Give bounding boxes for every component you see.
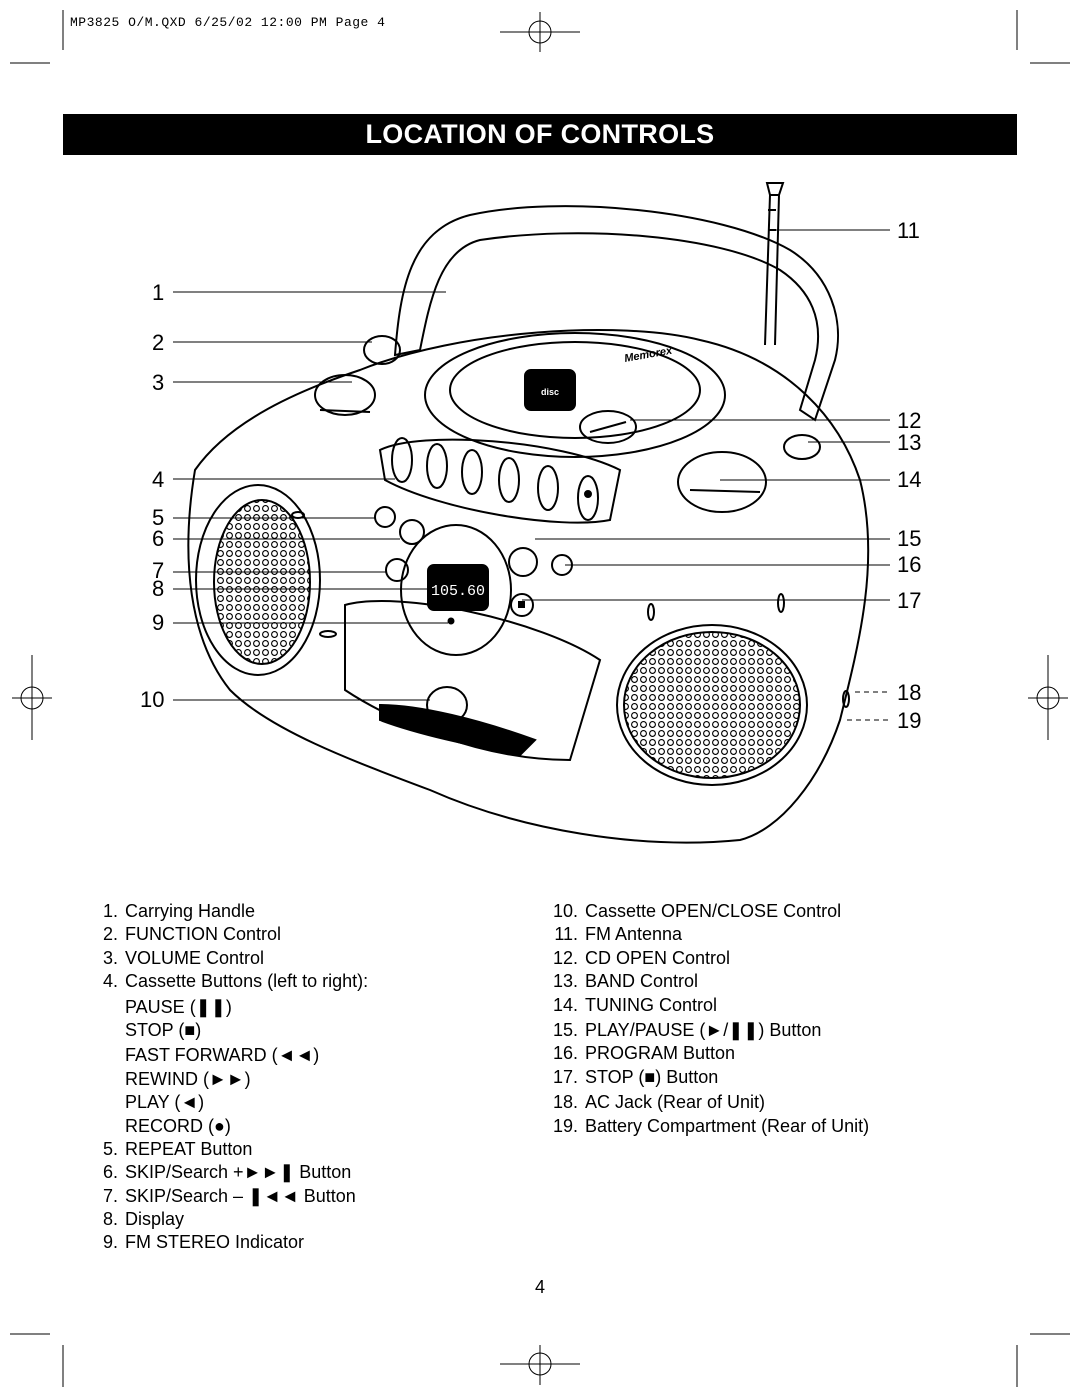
- list-item: 6.SKIP/Search +►►❚ Button: [102, 1162, 352, 1183]
- list-item: 2.FUNCTION Control: [102, 924, 282, 945]
- list-item: 7.SKIP/Search – ❚◄◄ Button: [102, 1185, 356, 1206]
- callout-6: 6: [152, 526, 165, 551]
- list-item: 10.Cassette OPEN/CLOSE Control: [552, 901, 842, 921]
- callout-4: 4: [152, 467, 165, 492]
- list-sub-item: FAST FORWARD (◄◄): [125, 1045, 320, 1066]
- function-control: [363, 335, 401, 365]
- svg-text:disc: disc: [541, 387, 559, 397]
- print-header: MP3825 O/M.QXD 6/25/02 12:00 PM Page 4: [70, 15, 386, 30]
- left-speaker: [195, 484, 321, 676]
- list-item: 5.REPEAT Button: [102, 1138, 253, 1159]
- list-item: 18.AC Jack (Rear of Unit): [552, 1092, 766, 1113]
- callout-19: 19: [897, 708, 922, 733]
- list-item: 15.PLAY/PAUSE (►/❚❚) Button: [552, 1019, 822, 1040]
- controls-list-left: 1.Carrying Handle 2.FUNCTION Control 3.V…: [88, 900, 528, 1255]
- callout-7: 7: [152, 558, 165, 583]
- skip-plus-button: [399, 519, 425, 545]
- page-title: LOCATION OF CONTROLS: [63, 114, 1017, 155]
- list-item: 9.FM STEREO Indicator: [102, 1232, 305, 1253]
- callout-14: 14: [897, 467, 922, 492]
- carrying-handle: [393, 205, 839, 422]
- stop-button: [510, 593, 534, 617]
- callout-13: 13: [897, 430, 922, 455]
- callout-10: 10: [140, 687, 165, 712]
- list-item: 13.BAND Control: [552, 971, 699, 992]
- tuning-control: [677, 451, 767, 513]
- callout-18: 18: [897, 680, 922, 705]
- list-item: 11.FM Antenna: [554, 924, 683, 945]
- list-item: 1.Carrying Handle: [102, 901, 256, 921]
- list-sub-item: PAUSE (❚❚): [125, 996, 232, 1017]
- callout-17: 17: [897, 588, 922, 613]
- fm-antenna: [764, 182, 785, 346]
- callout-15: 15: [897, 526, 922, 551]
- list-sub-item: REWIND (►►): [125, 1068, 251, 1089]
- callout-11: 11: [897, 218, 920, 243]
- display-housing: [400, 524, 512, 656]
- callout-1: 1: [152, 280, 165, 305]
- controls-list-right: 10.Cassette OPEN/CLOSE Control 11.FM Ant…: [548, 900, 1018, 1138]
- page-number: 4: [534, 1277, 545, 1297]
- cd-lid: [424, 332, 726, 458]
- callout-8: 8: [152, 576, 165, 601]
- play-pause-button: [508, 547, 538, 577]
- list-item: 12.CD OPEN Control: [552, 947, 731, 968]
- right-speaker: [616, 624, 808, 786]
- list-item: 3.VOLUME Control: [102, 947, 265, 968]
- volume-control: [314, 374, 376, 416]
- list-item: 16.PROGRAM Button: [552, 1043, 736, 1064]
- callout-16: 16: [897, 552, 922, 577]
- callout-9: 9: [152, 610, 165, 635]
- list-sub-item: PLAY (◄): [125, 1092, 205, 1113]
- repeat-button: [374, 506, 396, 528]
- cassette-slot: [379, 703, 537, 757]
- skip-minus-button: [385, 558, 409, 582]
- list-item: 14.TUNING Control: [552, 994, 718, 1015]
- cassette-button-panel: [378, 438, 622, 524]
- cd-open-control: [579, 410, 637, 444]
- list-item: 4.Cassette Buttons (left to right):: [102, 971, 369, 992]
- list-sub-item: STOP (■): [125, 1019, 202, 1040]
- list-item: 19.Battery Compartment (Rear of Unit): [552, 1115, 870, 1136]
- list-sub-item: RECORD (●): [125, 1115, 231, 1136]
- callout-5: 5: [152, 505, 165, 530]
- callout-3: 3: [152, 370, 165, 395]
- band-control: [783, 434, 821, 460]
- display-reading: 105.60: [431, 583, 485, 600]
- callout-2: 2: [152, 330, 165, 355]
- cassette-open-control: [426, 686, 468, 724]
- list-item: 8.Display: [102, 1209, 185, 1230]
- body-outline: [187, 329, 870, 844]
- callout-12: 12: [897, 408, 922, 433]
- list-item: 17.STOP (■) Button: [552, 1066, 719, 1087]
